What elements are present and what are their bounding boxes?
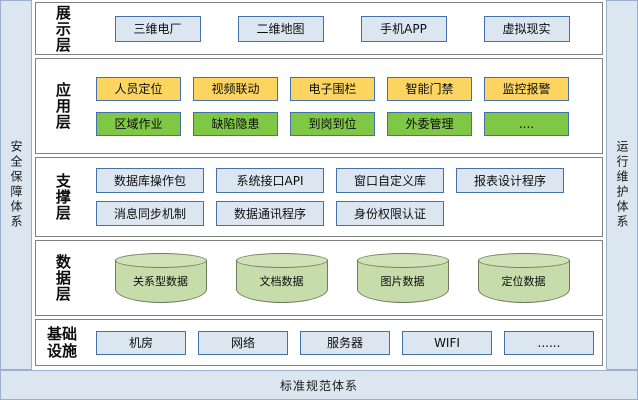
cylinder-label-3: 定位数据 [501, 275, 546, 288]
cylinder-label-2: 图片数据 [380, 275, 425, 288]
layer-application-body: 人员定位 视频联动 电子围栏 智能门禁 监控报警 区域作业 缺陷隐患 到岗到位 … [88, 59, 602, 153]
node-support-0-1[interactable]: 系统接口API [216, 168, 324, 193]
node-application-1-1[interactable]: 缺陷隐患 [193, 111, 278, 136]
node-support-0-0[interactable]: 数据库操作包 [96, 168, 204, 193]
layer-infrastructure: 基础 设施 机房 网络 服务器 WIFI ...... [35, 319, 603, 366]
node-infrastructure-2[interactable]: 服务器 [300, 330, 390, 355]
node-support-1-1[interactable]: 数据通讯程序 [216, 201, 324, 226]
node-infrastructure-1[interactable]: 网络 [198, 330, 288, 355]
node-application-0-3[interactable]: 智能门禁 [387, 76, 472, 101]
layer-stack: 展示层 三维电厂 二维地图 手机APP 虚拟现实 应用层 人员定位 视频联动 [33, 0, 605, 370]
layer-data-label: 数据层 [53, 254, 72, 302]
node-infrastructure-4[interactable]: ...... [504, 330, 594, 355]
node-application-0-2[interactable]: 电子围栏 [290, 76, 375, 101]
layer-infrastructure-body: 机房 网络 服务器 WIFI ...... [88, 320, 608, 365]
layer-presentation: 展示层 三维电厂 二维地图 手机APP 虚拟现实 [35, 2, 603, 55]
node-infrastructure-0[interactable]: 机房 [96, 330, 186, 355]
application-row-2: 区域作业 缺陷隐患 到岗到位 外委管理 .... [88, 111, 596, 136]
support-row-2: 消息同步机制 数据通讯程序 身份权限认证 [88, 201, 596, 226]
node-presentation-0[interactable]: 三维电厂 [114, 15, 201, 42]
cylinder-data-1[interactable]: 文档数据 [235, 253, 328, 303]
right-side-band: 运行维护体系 [606, 0, 638, 370]
layer-data: 数据层 关系型数据 文档数据 [35, 240, 603, 316]
layer-infrastructure-label: 基础 设施 [46, 325, 77, 360]
infrastructure-row-1: 机房 网络 服务器 WIFI ...... [88, 330, 602, 355]
layer-application-label: 应用层 [53, 82, 72, 130]
cylinder-data-2[interactable]: 图片数据 [356, 253, 449, 303]
data-row-1: 关系型数据 文档数据 图片数据 定位数据 [88, 253, 596, 303]
node-presentation-3[interactable]: 虚拟现实 [483, 15, 570, 42]
presentation-row-1: 三维电厂 二维地图 手机APP 虚拟现实 [88, 15, 596, 42]
bottom-band: 标准规范体系 [0, 370, 638, 400]
cylinder-top-0 [114, 253, 207, 268]
bottom-band-label: 标准规范体系 [279, 378, 358, 393]
node-application-0-1[interactable]: 视频联动 [193, 76, 278, 101]
node-support-0-3[interactable]: 报表设计程序 [456, 168, 564, 193]
node-presentation-2[interactable]: 手机APP [360, 15, 447, 42]
cylinder-label-1: 文档数据 [259, 275, 304, 288]
layer-presentation-body: 三维电厂 二维地图 手机APP 虚拟现实 [88, 3, 602, 54]
layer-support-label: 支撑层 [53, 173, 72, 221]
node-application-0-0[interactable]: 人员定位 [96, 76, 181, 101]
support-row-1: 数据库操作包 系统接口API 窗口自定义库 报表设计程序 [88, 168, 596, 193]
cylinder-data-3[interactable]: 定位数据 [477, 253, 570, 303]
right-side-band-label: 运行维护体系 [615, 140, 629, 230]
node-infrastructure-3[interactable]: WIFI [402, 330, 492, 355]
node-support-1-0[interactable]: 消息同步机制 [96, 201, 204, 226]
layer-presentation-label: 展示层 [53, 4, 72, 53]
node-application-1-0[interactable]: 区域作业 [96, 111, 181, 136]
node-application-0-4[interactable]: 监控报警 [484, 76, 569, 101]
node-support-0-2[interactable]: 窗口自定义库 [336, 168, 444, 193]
layer-data-body: 关系型数据 文档数据 图片数据 定位数据 [88, 241, 602, 315]
layer-support-body: 数据库操作包 系统接口API 窗口自定义库 报表设计程序 消息同步机制 数据通讯… [88, 158, 602, 236]
left-side-band: 安全保障体系 [0, 0, 32, 370]
node-application-1-2[interactable]: 到岗到位 [290, 111, 375, 136]
node-application-1-4[interactable]: .... [484, 111, 569, 136]
cylinder-data-0[interactable]: 关系型数据 [114, 253, 207, 303]
cylinder-top-1 [235, 253, 328, 268]
node-application-1-3[interactable]: 外委管理 [387, 111, 472, 136]
node-presentation-1[interactable]: 二维地图 [237, 15, 324, 42]
layer-support: 支撑层 数据库操作包 系统接口API 窗口自定义库 报表设计程序 消息同步机制 … [35, 157, 603, 237]
node-support-1-2[interactable]: 身份权限认证 [336, 201, 444, 226]
cylinder-top-2 [356, 253, 449, 268]
cylinder-label-0: 关系型数据 [133, 275, 188, 288]
layer-application: 应用层 人员定位 视频联动 电子围栏 智能门禁 监控报警 区域作业 缺陷隐患 到… [35, 58, 603, 154]
cylinder-top-3 [477, 253, 570, 268]
left-side-band-label: 安全保障体系 [9, 140, 23, 230]
application-row-1: 人员定位 视频联动 电子围栏 智能门禁 监控报警 [88, 76, 596, 101]
